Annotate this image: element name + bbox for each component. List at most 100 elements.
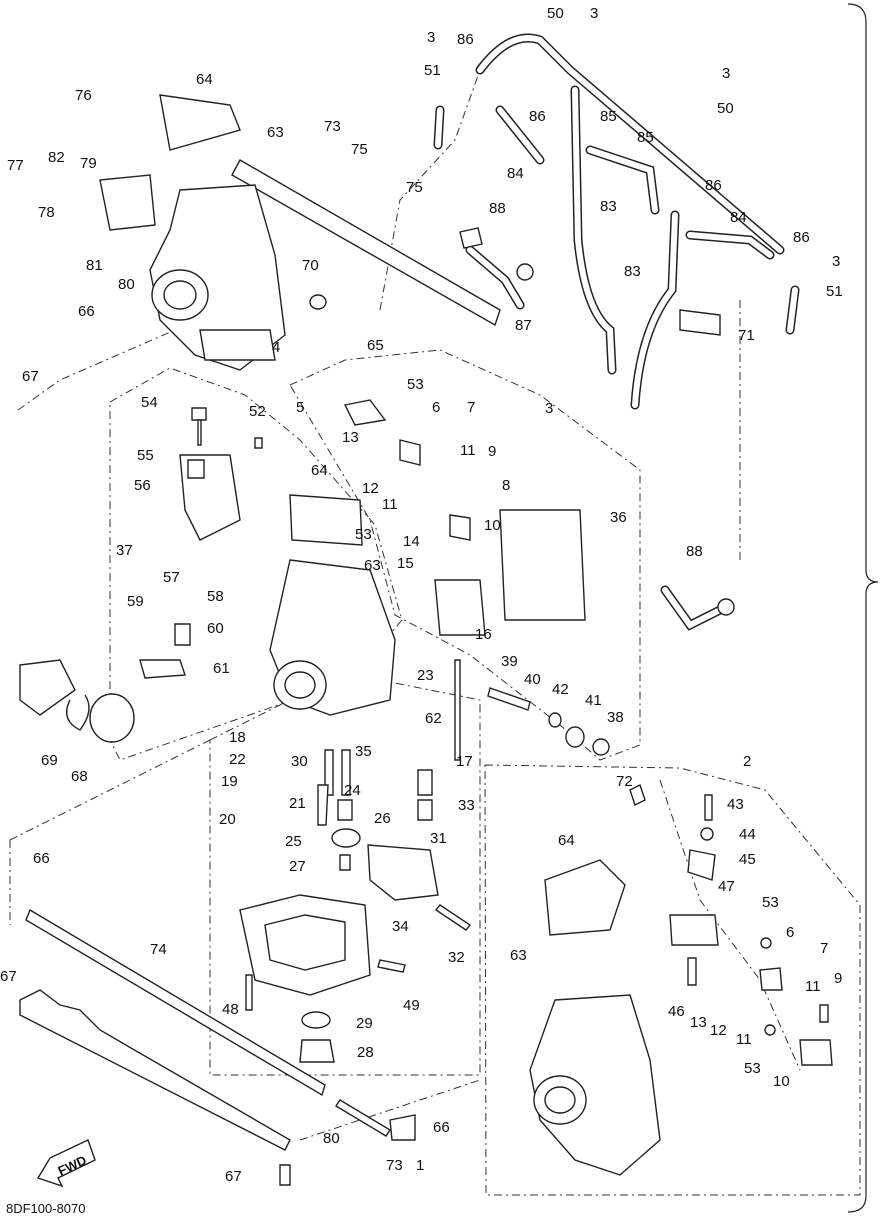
vent-hoses: [433, 33, 800, 631]
part-label-32: 32: [448, 949, 465, 966]
part-label-52: 52: [249, 403, 266, 420]
part-label-8: 8: [502, 477, 510, 494]
part-label-88: 88: [686, 543, 703, 560]
small-parts: [174, 227, 829, 1186]
part-label-83: 83: [600, 198, 617, 215]
part-label-81: 81: [86, 257, 103, 274]
part-label-57: 57: [163, 569, 180, 586]
part-label-66: 66: [33, 850, 50, 867]
part-label-16: 16: [475, 626, 492, 643]
part-label-73: 73: [324, 118, 341, 135]
part-label-88: 88: [489, 200, 506, 217]
part-label-64: 64: [311, 462, 328, 479]
part-label-87: 87: [515, 317, 532, 334]
part-label-66: 66: [78, 303, 95, 320]
part-label-3: 3: [722, 65, 730, 82]
part-label-78: 78: [38, 204, 55, 221]
part-label-10: 10: [484, 517, 501, 534]
part-label-35: 35: [355, 743, 372, 760]
part-label-14: 14: [403, 533, 420, 550]
part-label-3: 3: [832, 253, 840, 270]
part-label-37: 37: [116, 542, 133, 559]
part-label-64: 64: [196, 71, 213, 88]
part-label-46: 46: [668, 1003, 685, 1020]
part-label-53: 53: [355, 526, 372, 543]
part-label-50: 50: [717, 100, 734, 117]
part-label-61: 61: [213, 660, 230, 677]
part-label-56: 56: [134, 477, 151, 494]
part-label-6: 6: [786, 924, 794, 941]
part-label-19: 19: [221, 773, 238, 790]
fwd-arrow-icon: FWD: [36, 1139, 96, 1188]
part-label-11: 11: [736, 1031, 752, 1048]
part-label-24: 24: [344, 782, 361, 799]
part-label-17: 17: [456, 753, 473, 770]
part-label-42: 42: [552, 681, 569, 698]
part-label-15: 15: [397, 555, 414, 572]
part-label-38: 38: [607, 709, 624, 726]
part-label-82: 82: [48, 149, 65, 166]
part-label-12: 12: [710, 1022, 727, 1039]
part-label-53: 53: [762, 894, 779, 911]
part-label-3: 3: [590, 5, 598, 22]
part-label-7: 7: [820, 940, 828, 957]
assembly-bracket: [847, 3, 879, 1213]
part-label-13: 13: [342, 429, 359, 446]
part-label-84: 84: [730, 209, 747, 226]
part-label-6: 6: [432, 399, 440, 416]
carburetor-lower-right: [529, 859, 833, 1176]
throttle-shafts: [19, 159, 501, 1151]
part-label-83: 83: [624, 263, 641, 280]
part-label-48: 48: [222, 1001, 239, 1018]
part-label-53: 53: [744, 1060, 761, 1077]
part-label-40: 40: [524, 671, 541, 688]
part-label-73: 73: [386, 1157, 403, 1174]
part-label-75: 75: [406, 179, 423, 196]
part-label-7: 7: [467, 399, 475, 416]
part-label-41: 41: [585, 692, 602, 709]
part-label-86: 86: [793, 229, 810, 246]
part-label-80: 80: [323, 1130, 340, 1147]
part-label-63: 63: [510, 947, 527, 964]
float-bowl: [239, 844, 439, 1063]
part-label-77: 77: [7, 157, 24, 174]
carburetor-middle: [19, 454, 586, 743]
part-label-36: 36: [610, 509, 627, 526]
part-label-69: 69: [41, 752, 58, 769]
part-label-67: 67: [0, 968, 17, 985]
part-label-85: 85: [637, 129, 654, 146]
part-label-43: 43: [727, 796, 744, 813]
part-label-5: 5: [296, 399, 304, 416]
part-label-60: 60: [207, 620, 224, 637]
part-label-51: 51: [424, 62, 441, 79]
part-label-49: 49: [403, 997, 420, 1014]
part-label-9: 9: [488, 443, 496, 460]
part-label-76: 76: [75, 87, 92, 104]
part-label-33: 33: [458, 797, 475, 814]
part-label-26: 26: [374, 810, 391, 827]
part-label-47: 47: [718, 878, 735, 895]
part-label-74: 74: [150, 941, 167, 958]
part-label-67: 67: [22, 368, 39, 385]
part-label-79: 79: [80, 155, 97, 172]
part-label-66: 66: [433, 1119, 450, 1136]
part-label-85: 85: [600, 108, 617, 125]
part-label-70: 70: [302, 257, 319, 274]
part-label-44: 44: [739, 826, 756, 843]
part-label-75: 75: [351, 141, 368, 158]
part-label-71: 71: [738, 327, 755, 344]
part-label-86: 86: [529, 108, 546, 125]
part-label-31: 31: [430, 830, 447, 847]
part-label-11: 11: [460, 442, 476, 459]
part-label-30: 30: [291, 753, 308, 770]
part-label-11: 11: [805, 978, 821, 995]
part-label-84: 84: [507, 165, 524, 182]
part-label-21: 21: [289, 795, 306, 812]
part-label-55: 55: [137, 447, 154, 464]
part-label-64: 64: [558, 832, 575, 849]
part-label-51: 51: [826, 283, 843, 300]
diagram-code: 8DF100-8070: [6, 1201, 86, 1216]
part-label-68: 68: [71, 768, 88, 785]
